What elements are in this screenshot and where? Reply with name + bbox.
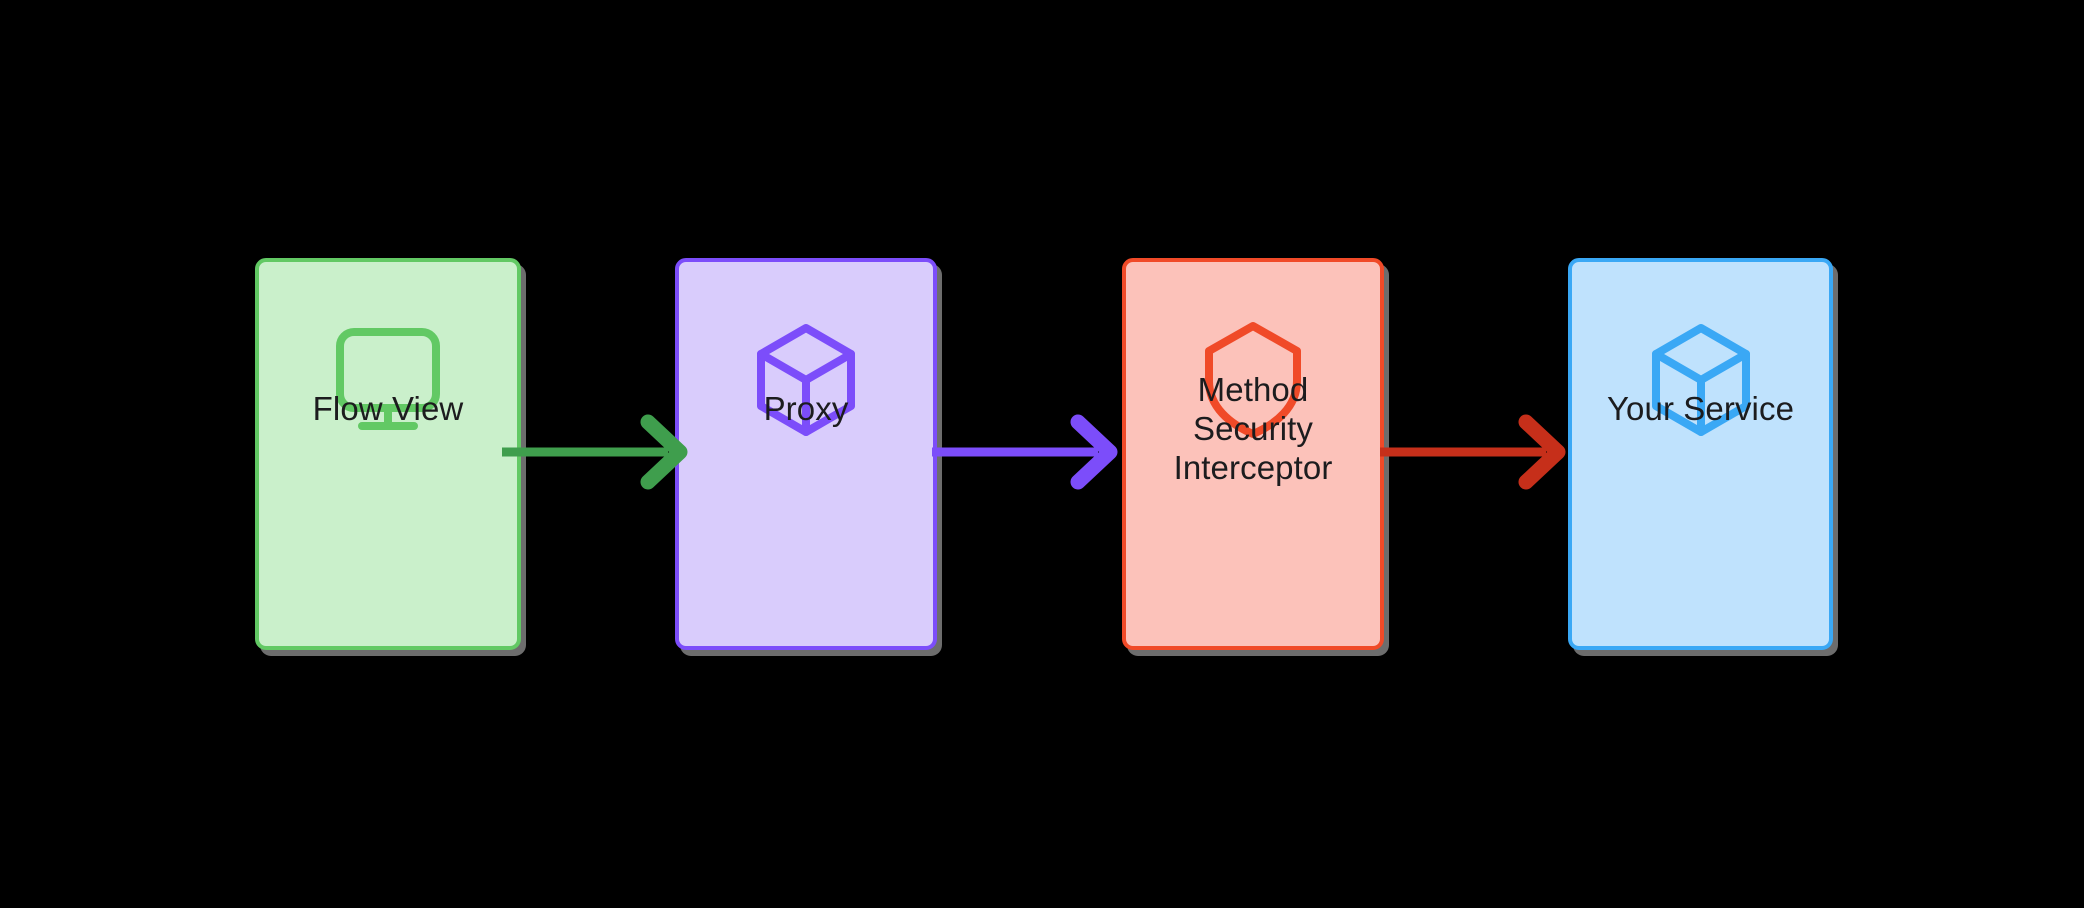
node-flow-view[interactable]: Flow View bbox=[255, 258, 521, 650]
node-your-service[interactable]: Your Service bbox=[1568, 258, 1833, 650]
arrow-proxy-to-method-security-interceptor bbox=[930, 412, 1130, 492]
node-label-method-security-interceptor: Method Security Interceptor bbox=[1173, 371, 1333, 486]
node-label-your-service: Your Service bbox=[1606, 390, 1795, 427]
cube-icon bbox=[679, 317, 933, 442]
node-label-flow-view: Flow View bbox=[312, 390, 464, 427]
monitor-icon bbox=[259, 317, 517, 442]
cube-icon bbox=[1572, 317, 1829, 442]
node-label-proxy: Proxy bbox=[763, 390, 849, 427]
arrow-flow-view-to-proxy bbox=[500, 412, 700, 492]
shield-icon bbox=[1126, 317, 1380, 442]
arrow-method-security-interceptor-to-your-service bbox=[1378, 412, 1578, 492]
node-method-security-interceptor[interactable]: Method Security Interceptor bbox=[1122, 258, 1384, 650]
node-proxy[interactable]: Proxy bbox=[675, 258, 937, 650]
